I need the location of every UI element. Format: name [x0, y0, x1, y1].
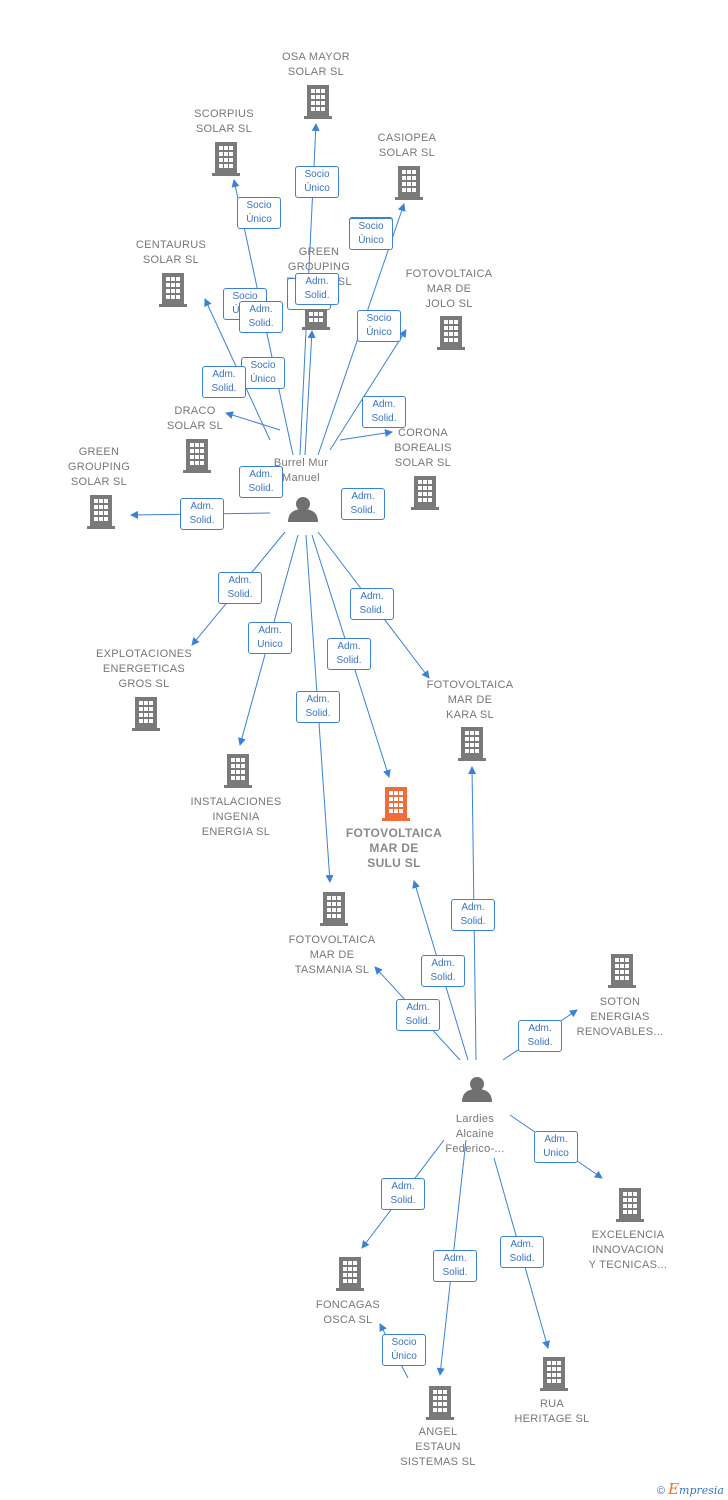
edge-label-lardies-rua: Adm. Solid. — [500, 1236, 544, 1268]
edge-label-lardies-kara: Adm. Solid. — [451, 899, 495, 931]
edge-label-extra: Socio Único — [349, 218, 393, 250]
edge-burrel-green1 — [304, 330, 316, 456]
node-label-rua[interactable]: RUA HERITAGE SL — [514, 1398, 590, 1425]
edge-label-extra: Adm. Solid. — [341, 488, 385, 520]
edge-label-burrel-sulu: Adm. Solid. — [327, 638, 371, 670]
edge-label-burrel-tasmania: Adm. Solid. — [296, 691, 340, 723]
building-icon-centaurus[interactable] — [159, 273, 187, 307]
node-label-green2[interactable]: GREEN GROUPING SOLAR SL — [67, 446, 131, 488]
node-label-angel[interactable]: ANGEL ESTAUN SISTEMAS SL — [400, 1426, 476, 1468]
building-icon-kara[interactable] — [458, 727, 486, 761]
building-icon-ingenia[interactable] — [224, 754, 252, 788]
building-icon-draco[interactable] — [183, 439, 211, 473]
edge-label-lardies-soton: Adm. Solid. — [518, 1020, 562, 1052]
brand-rest: mpresia — [679, 1484, 724, 1497]
edge-label-extra: Adm. Solid. — [239, 301, 283, 333]
node-label-jolo[interactable]: FOTOVOLTAICA MAR DE JOLO SL — [405, 268, 493, 310]
edge-label-lardies-sulu: Adm. Solid. — [421, 955, 465, 987]
building-icon-jolo[interactable] — [437, 316, 465, 350]
node-label-osa[interactable]: OSA MAYOR SOLAR SL — [282, 51, 350, 78]
edge-label-lardies-foncagas: Adm. Solid. — [381, 1178, 425, 1210]
building-icon-soton[interactable] — [608, 954, 636, 988]
node-label-corona[interactable]: CORONA BOREALIS SOLAR SL — [394, 427, 452, 469]
edge-label-burrel-ingenia: Adm. Unico — [248, 622, 292, 654]
edge-label-extra: Adm. Solid. — [295, 273, 339, 305]
building-icon-osa[interactable] — [304, 85, 332, 119]
edge-label-lardies-angel: Adm. Solid. — [433, 1250, 477, 1282]
node-label-centaurus[interactable]: CENTAURUS SOLAR SL — [135, 239, 207, 266]
building-icon-angel[interactable] — [426, 1386, 454, 1420]
edge-burrel-corona — [339, 429, 393, 441]
brand-initial: E — [668, 1480, 680, 1498]
edge-label-burrel-draco: Socio Único — [241, 357, 285, 389]
person-icon-lardies[interactable] — [462, 1077, 492, 1102]
edge-label-burrel-kara: Adm. Solid. — [350, 588, 394, 620]
copyright-symbol: © — [656, 1485, 666, 1497]
edge-label-burrel-osa: Socio Único — [295, 166, 339, 198]
person-icon-burrel[interactable] — [288, 497, 318, 522]
node-label-tasmania[interactable]: FOTOVOLTAICA MAR DE TASMANIA SL — [288, 934, 376, 976]
building-icon-explot[interactable] — [132, 697, 160, 731]
building-icon-casiopea[interactable] — [395, 166, 423, 200]
building-icon-corona[interactable] — [411, 476, 439, 510]
node-label-ingenia[interactable]: INSTALACIONES INGENIA ENERGIA SL — [190, 796, 282, 838]
edge-label-burrel-corona: Adm. Solid. — [362, 396, 406, 428]
edge-burrel-draco — [225, 411, 281, 431]
edge-label-extra: Adm. Solid. — [239, 466, 283, 498]
brand-name: Empresia — [668, 1480, 724, 1498]
building-icon-rua[interactable] — [540, 1357, 568, 1391]
building-icon-scorpius[interactable] — [212, 142, 240, 176]
node-label-lardies[interactable]: Lardies Alcaine Federico-... — [445, 1113, 505, 1155]
node-label-casiopea[interactable]: CASIOPEA SOLAR SL — [377, 132, 437, 159]
building-icon-tasmania[interactable] — [320, 892, 348, 926]
edge-label-burrel-explot: Adm. Solid. — [218, 572, 262, 604]
edge-label-burrel-scorpius: Socio Único — [237, 197, 281, 229]
node-label-draco[interactable]: DRACO SOLAR SL — [166, 405, 224, 432]
edge-label-extra: Adm. Solid. — [202, 366, 246, 398]
edge-label-angel-foncagas: Socio Único — [382, 1334, 426, 1366]
node-label-explot[interactable]: EXPLOTACIONES ENERGETICAS GROS SL — [96, 648, 192, 690]
edge-burrel-jolo — [329, 329, 407, 451]
empresia-logo[interactable]: © Empresia — [657, 1480, 724, 1498]
building-icon-foncagas[interactable] — [336, 1257, 364, 1291]
building-icon-green2[interactable] — [87, 495, 115, 529]
node-label-soton[interactable]: SOTON ENERGIAS RENOVABLES... — [576, 996, 664, 1038]
node-label-foncagas[interactable]: FONCAGAS OSCA SL — [315, 1299, 381, 1326]
node-label-scorpius[interactable]: SCORPIUS SOLAR SL — [194, 108, 254, 135]
node-label-kara[interactable]: FOTOVOLTAICA MAR DE KARA SL — [426, 679, 514, 721]
node-label-sulu[interactable]: FOTOVOLTAICA MAR DE SULU SL — [345, 826, 443, 870]
building-icon-excelencia[interactable] — [616, 1188, 644, 1222]
edge-label-burrel-jolo: Socio Único — [357, 310, 401, 342]
edge-label-lardies-tasmania: Adm. Solid. — [396, 999, 440, 1031]
edge-label-burrel-green2: Adm. Solid. — [180, 498, 224, 530]
edge-label-lardies-excelencia: Adm. Unico — [534, 1131, 578, 1163]
building-icon-sulu[interactable] — [382, 787, 410, 821]
node-label-excelencia[interactable]: EXCELENCIA INNOVACION Y TECNICAS... — [588, 1229, 668, 1271]
